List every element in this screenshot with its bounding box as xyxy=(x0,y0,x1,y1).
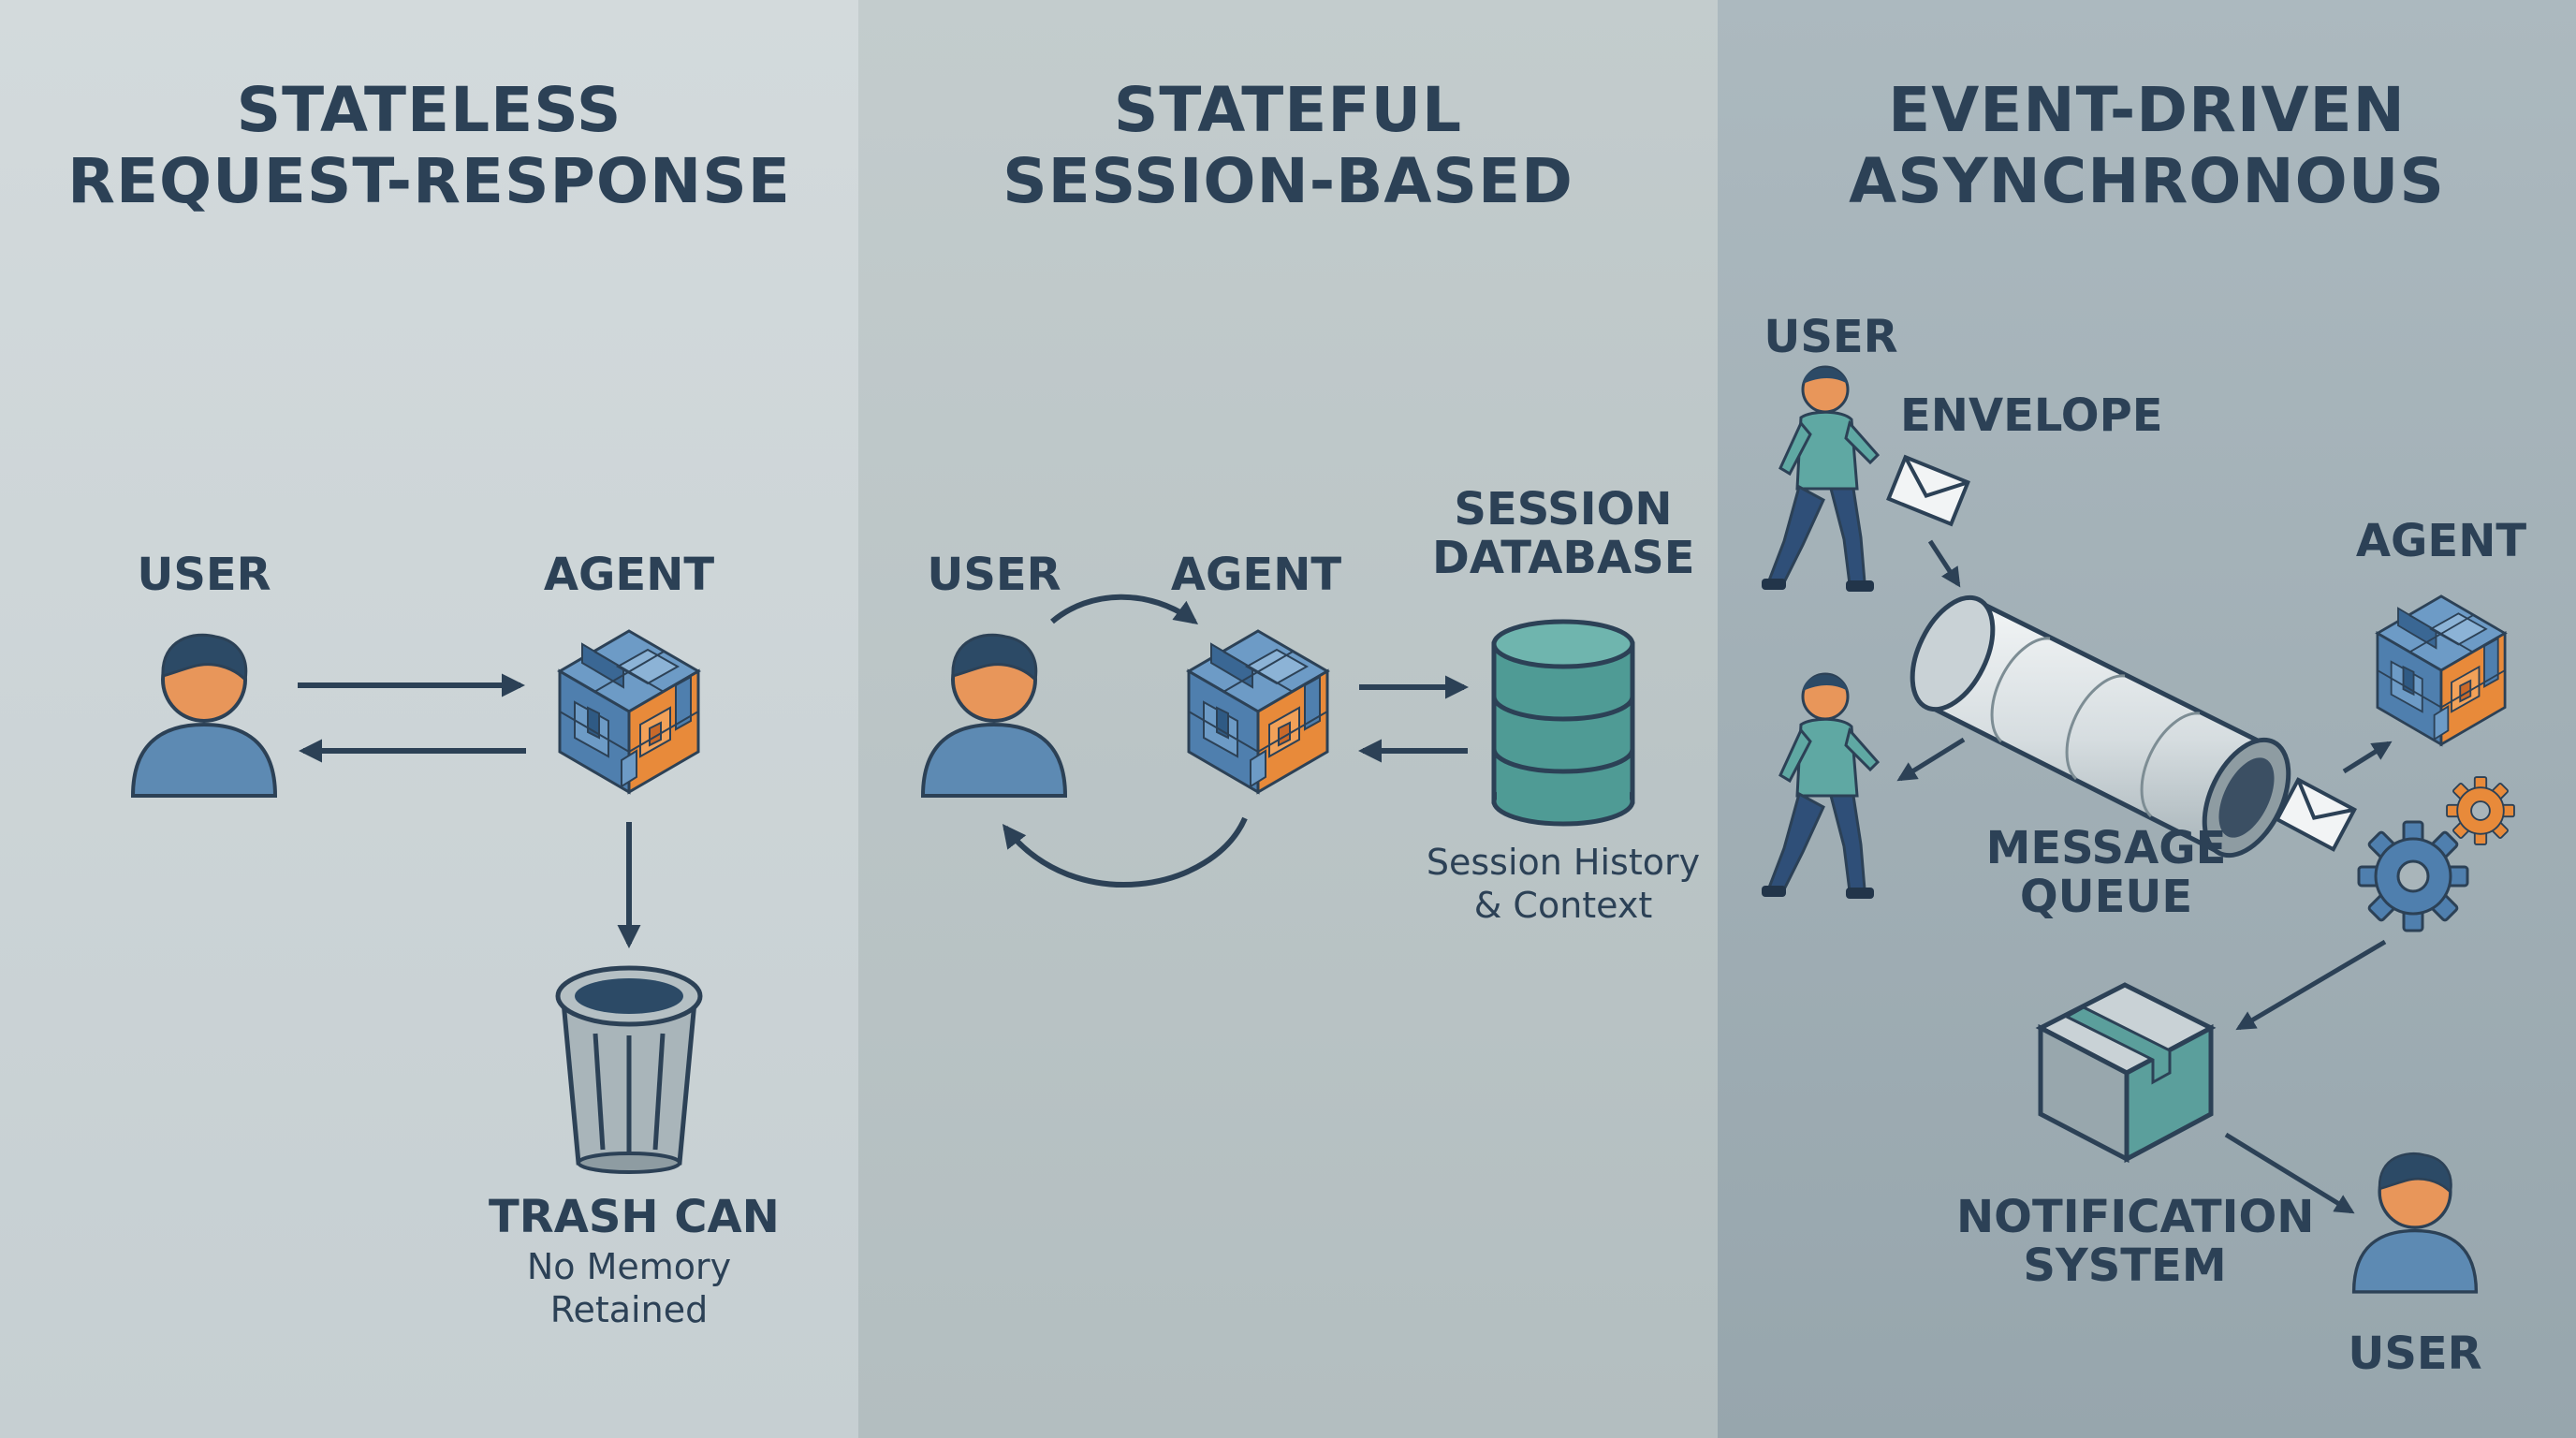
message-queue-tube-icon xyxy=(1910,594,2291,858)
database-icon xyxy=(1491,619,1635,827)
package-box-icon xyxy=(2035,982,2217,1164)
panel3-to-user-arrow xyxy=(2224,1132,2355,1214)
envelope-exit-icon xyxy=(2275,777,2357,852)
panel1-agent-label: AGENT xyxy=(543,549,715,601)
panel3-enqueue-arrow xyxy=(1927,539,1961,588)
panel3-user-top-label: USER xyxy=(1764,311,1898,363)
panel2-forward-loop-arrow xyxy=(1050,594,1199,625)
notification-system-label: NOTIFICATION SYSTEM xyxy=(1956,1191,2315,1292)
panel-stateless-bg xyxy=(0,0,858,1438)
session-database-label: SESSION DATABASE xyxy=(1432,483,1695,584)
panel1-user-label: USER xyxy=(137,549,271,601)
message-queue-label: MESSAGE QUEUE xyxy=(1985,822,2227,923)
panel3-user-bottom-label: USER xyxy=(2348,1328,2482,1380)
panel3-to-agent-arrow xyxy=(2342,741,2393,774)
gear-large-icon xyxy=(2357,820,2469,932)
panel3-agent-label: AGENT xyxy=(2355,515,2527,567)
panel2-user-label: USER xyxy=(927,549,1061,601)
panel3-title: EVENT-DRIVEN ASYNCHRONOUS xyxy=(1849,74,2445,217)
gear-small-icon xyxy=(2446,776,2515,845)
panel1-title: STATELESS REQUEST-RESPONSE xyxy=(67,74,791,217)
panel2-title: STATEFUL SESSION-BASED xyxy=(1003,74,1573,217)
trash-can-label: TRASH CAN xyxy=(489,1191,780,1243)
panel2-return-loop-arrow xyxy=(1002,816,1248,888)
trash-can-note: No Memory Retained xyxy=(526,1246,732,1330)
panel3-notify-arrow xyxy=(2235,939,2387,1031)
envelope-icon xyxy=(1886,454,1970,527)
envelope-label: ENVELOPE xyxy=(1900,389,2163,442)
trash-can-icon xyxy=(555,965,703,1174)
panel3-deliver-arrow xyxy=(1896,737,1966,782)
panel2-agent-label: AGENT xyxy=(1170,549,1342,601)
session-database-note: Session History & Context xyxy=(1426,842,1701,926)
